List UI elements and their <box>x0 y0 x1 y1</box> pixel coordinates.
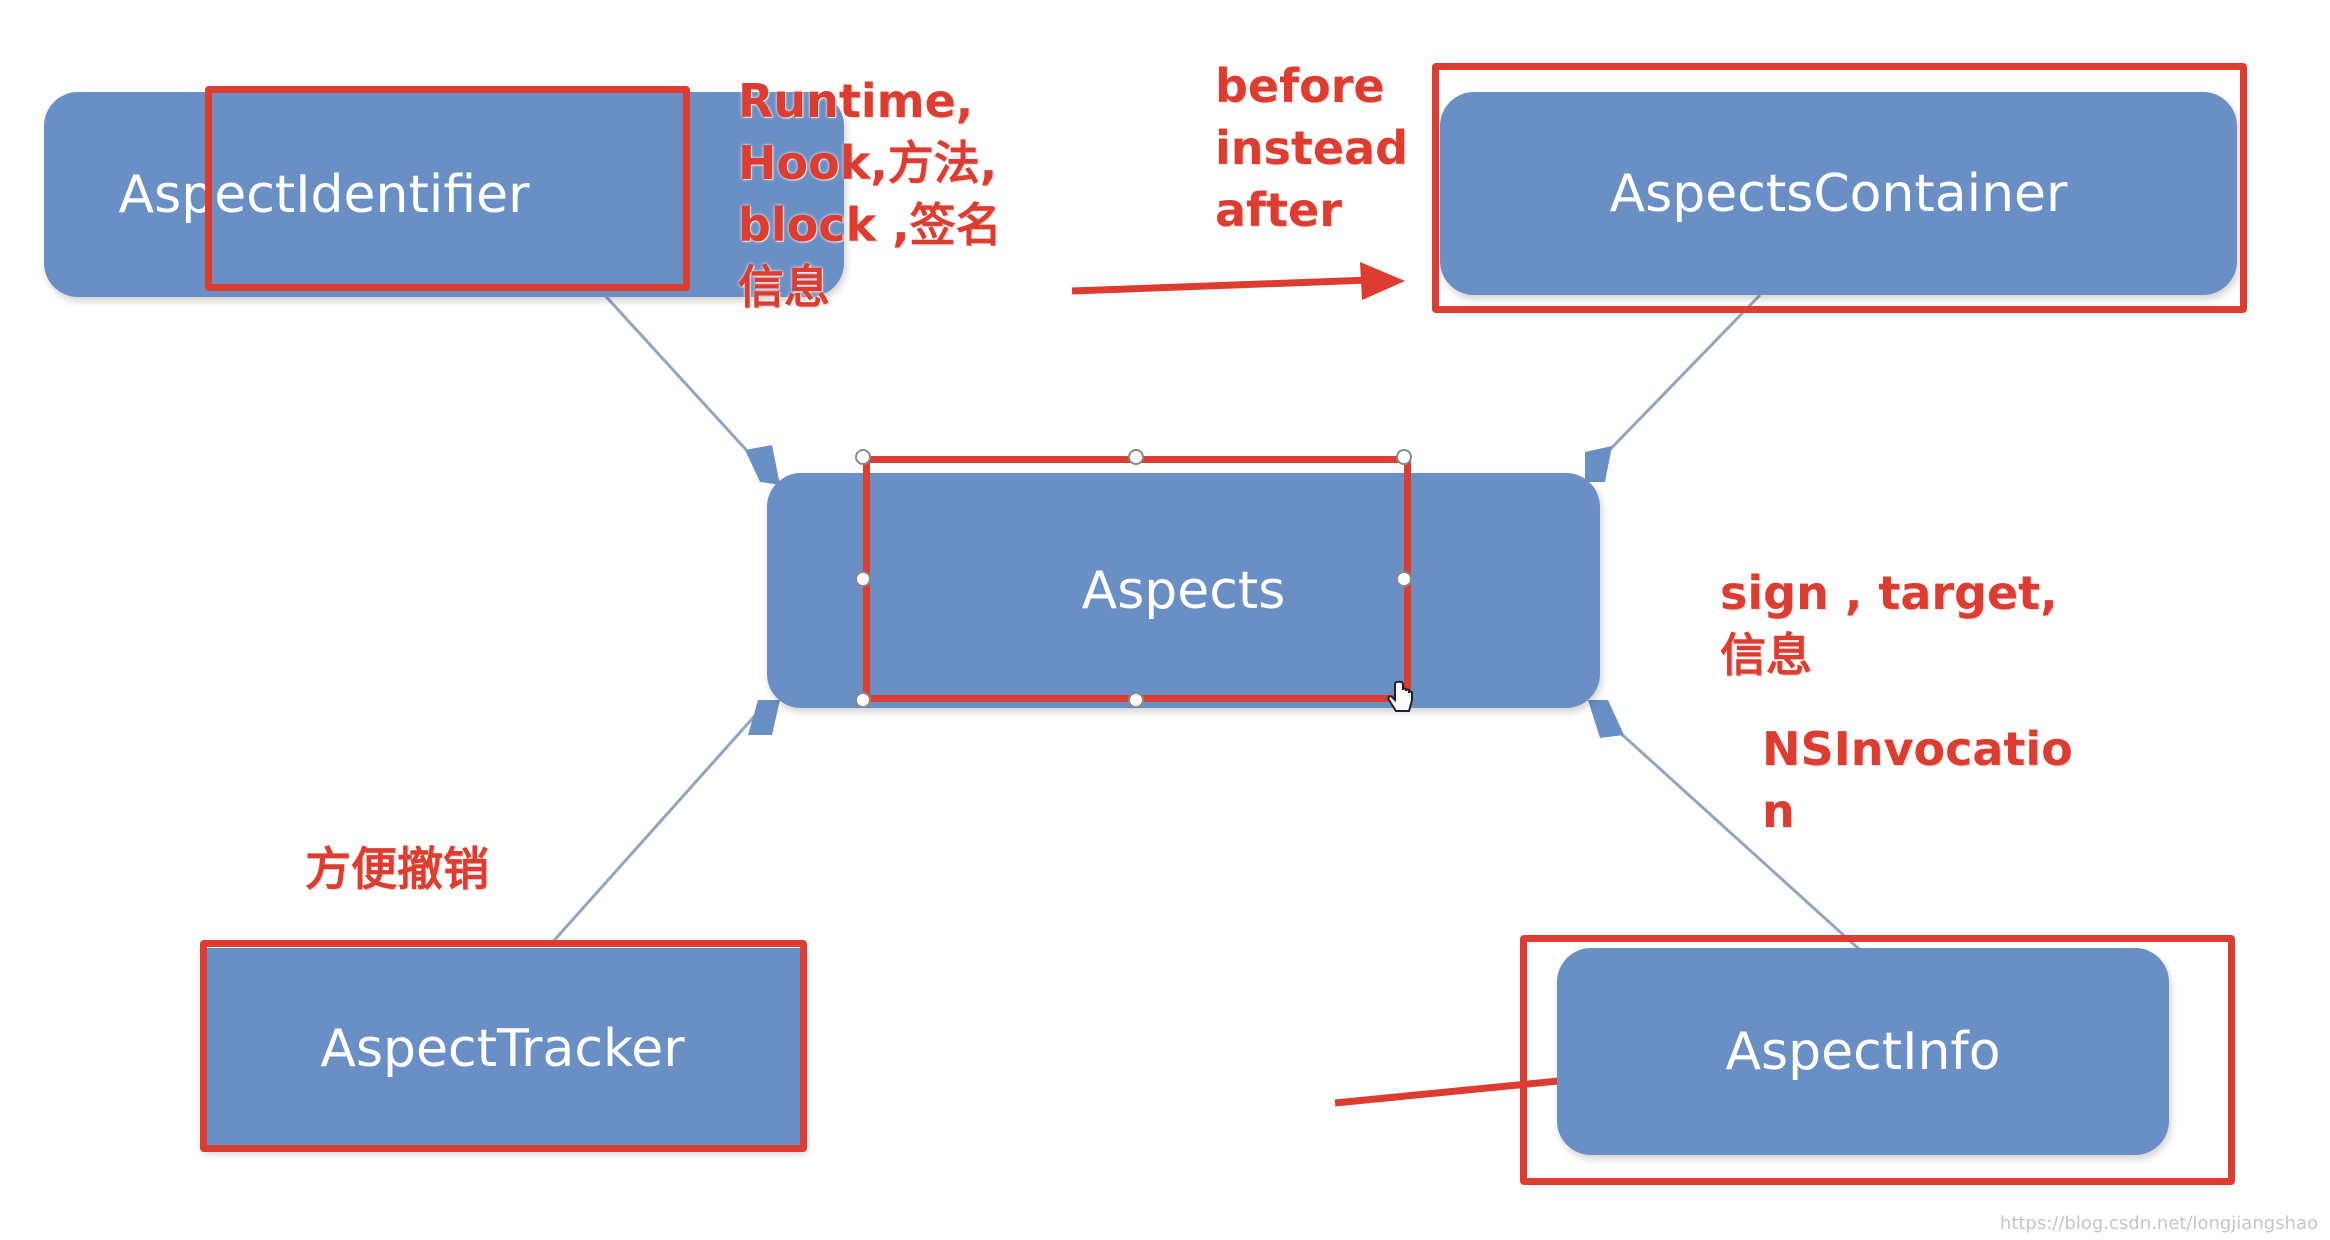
annotation-identifier: Runtime, Hook,方法, block ,签名 信息 <box>738 70 1002 318</box>
annotation-info-invocation-line-1: NSInvocatio <box>1762 722 2073 776</box>
annotation-identifier-line-1: Runtime, <box>738 74 974 128</box>
annotation-info-sign: sign , target, 信息 <box>1720 562 2058 686</box>
selection-handle-bl[interactable] <box>855 692 871 708</box>
annotation-container-line-2: instead <box>1215 121 1409 175</box>
selection-handle-tm[interactable] <box>1128 449 1144 465</box>
annotation-identifier-line-4: 信息 <box>738 260 830 314</box>
node-aspects[interactable]: Aspects <box>767 473 1600 708</box>
arrow-to-container-head <box>1360 262 1405 300</box>
connector-tip-tracker <box>748 700 780 735</box>
annotation-identifier-line-3: block ,签名 <box>738 198 1002 252</box>
connector-info <box>1593 708 1862 952</box>
annotation-tracker-text: 方便撤销 <box>305 842 489 896</box>
annotation-info-invocation-line-2: n <box>1762 784 1795 838</box>
connector-tip-info <box>1588 700 1624 738</box>
annotation-info-sign-line-2: 信息 <box>1720 628 1812 682</box>
selection-handle-ml[interactable] <box>855 571 871 587</box>
connector-container <box>1593 293 1762 467</box>
annotation-info-invocation: NSInvocatio n <box>1762 718 2073 842</box>
annotation-tracker: 方便撤销 <box>305 838 489 900</box>
connector-tip-identifier <box>745 445 780 485</box>
annotation-container-line-1: before <box>1215 59 1385 113</box>
hand-cursor-icon <box>1387 680 1413 712</box>
watermark: https://blog.csdn.net/longjiangshao <box>1999 1213 2318 1234</box>
node-aspect-info-label: AspectInfo <box>1725 1021 2001 1082</box>
connector-tracker <box>548 709 762 946</box>
node-aspect-tracker-label: AspectTracker <box>320 1019 685 1079</box>
annotation-container-line-3: after <box>1215 183 1342 237</box>
selection-handle-bm[interactable] <box>1128 692 1144 708</box>
node-aspect-info[interactable]: AspectInfo <box>1557 948 2169 1155</box>
selection-handle-tr[interactable] <box>1396 449 1412 465</box>
annotation-identifier-line-2: Hook,方法, <box>738 136 998 190</box>
annotation-container: before instead after <box>1215 55 1408 241</box>
node-aspects-label: Aspects <box>1081 560 1286 621</box>
node-aspect-identifier[interactable]: AspectIdentifier <box>44 92 844 297</box>
arrow-to-container <box>1071 276 1371 295</box>
connector-identifier <box>598 288 762 467</box>
node-aspects-container[interactable]: AspectsContainer <box>1440 92 2237 295</box>
selection-handle-tl[interactable] <box>855 449 871 465</box>
connector-tip-container <box>1585 446 1612 482</box>
node-aspect-tracker[interactable]: AspectTracker <box>200 948 805 1150</box>
annotation-info-sign-line-1: sign , target, <box>1720 566 2058 620</box>
node-aspect-identifier-label: AspectIdentifier <box>118 164 530 225</box>
selection-handle-mr[interactable] <box>1396 571 1412 587</box>
node-aspects-container-label: AspectsContainer <box>1609 163 2068 224</box>
